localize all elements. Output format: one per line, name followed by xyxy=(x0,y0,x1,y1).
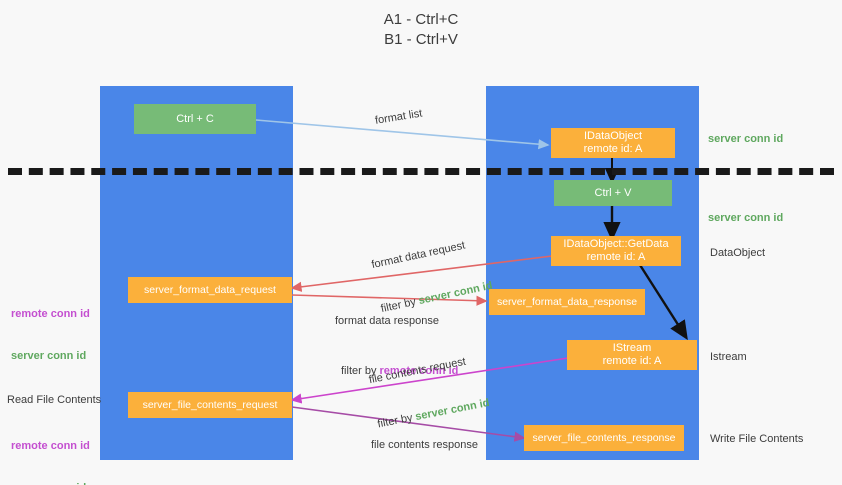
left-remote-conn-id-lower: remote conn id xyxy=(11,440,90,452)
box-server-file-contents-response[interactable]: server_file_contents_response xyxy=(524,425,684,451)
right-label-server-conn-id-mid: server conn id xyxy=(708,212,784,224)
page-title: A1 - Ctrl+C B1 - Ctrl+V xyxy=(383,11,459,48)
edge-label-format-data-request-text: format data request xyxy=(370,239,467,272)
conn-id-remote: remote conn id xyxy=(379,365,459,377)
phase-divider xyxy=(8,168,834,175)
edge-label-file-contents-request-text: file contents request xyxy=(367,355,467,387)
left-server-conn-id-upper: server conn id xyxy=(11,350,87,362)
right-label-write-file-contents: Write File Contents xyxy=(710,433,804,445)
edge-label-format-list: format list xyxy=(374,107,424,127)
box-idataobject[interactable]: IDataObject remote id: A xyxy=(551,128,675,158)
box-ctrl-c[interactable]: Ctrl + C xyxy=(134,104,256,134)
box-idataobject-subtitle: remote id: A xyxy=(583,143,643,155)
right-label-server-conn-id-top: server conn id xyxy=(708,133,784,145)
box-istream[interactable]: IStream remote id: A xyxy=(567,340,697,370)
right-label-istream: Istream xyxy=(710,351,747,363)
edge-label-format-data-response-filter: filter by remote conn id xyxy=(341,365,459,377)
edge-label-format-data-response-text: format data response xyxy=(335,315,439,327)
box-istream-title: IStream xyxy=(612,342,652,354)
left-label-read-file-contents: Read File Contents xyxy=(7,394,102,406)
box-server-format-data-request[interactable]: server_format_data_request xyxy=(128,277,292,303)
left-label-conn-ids-upper: remote conn id server conn id xyxy=(11,279,90,391)
box-ctrl-v[interactable]: Ctrl + V xyxy=(554,180,672,206)
box-getdata-title: IDataObject::GetData xyxy=(563,238,669,250)
box-istream-subtitle: remote id: A xyxy=(602,355,662,367)
left-server-conn-id-lower: server conn id xyxy=(11,481,90,485)
box-idataobject-getdata[interactable]: IDataObject::GetData remote id: A xyxy=(551,236,681,266)
edge-label-format-data-response: format data response filter by remote co… xyxy=(335,284,458,409)
box-server-file-contents-request[interactable]: server_file_contents_request xyxy=(128,392,292,418)
edge-label-file-contents-response-text: file contents response xyxy=(371,439,479,451)
left-label-conn-ids-lower: remote conn id server conn id xyxy=(11,411,90,485)
box-server-format-data-response[interactable]: server_format_data_response xyxy=(489,289,645,315)
left-remote-conn-id-upper: remote conn id xyxy=(11,308,90,320)
right-label-dataobject: DataObject xyxy=(710,247,766,259)
box-idataobject-title: IDataObject xyxy=(583,130,643,142)
edge-label-file-contents-response: file contents response filter by remote … xyxy=(345,408,478,485)
box-getdata-subtitle: remote id: A xyxy=(586,251,646,263)
